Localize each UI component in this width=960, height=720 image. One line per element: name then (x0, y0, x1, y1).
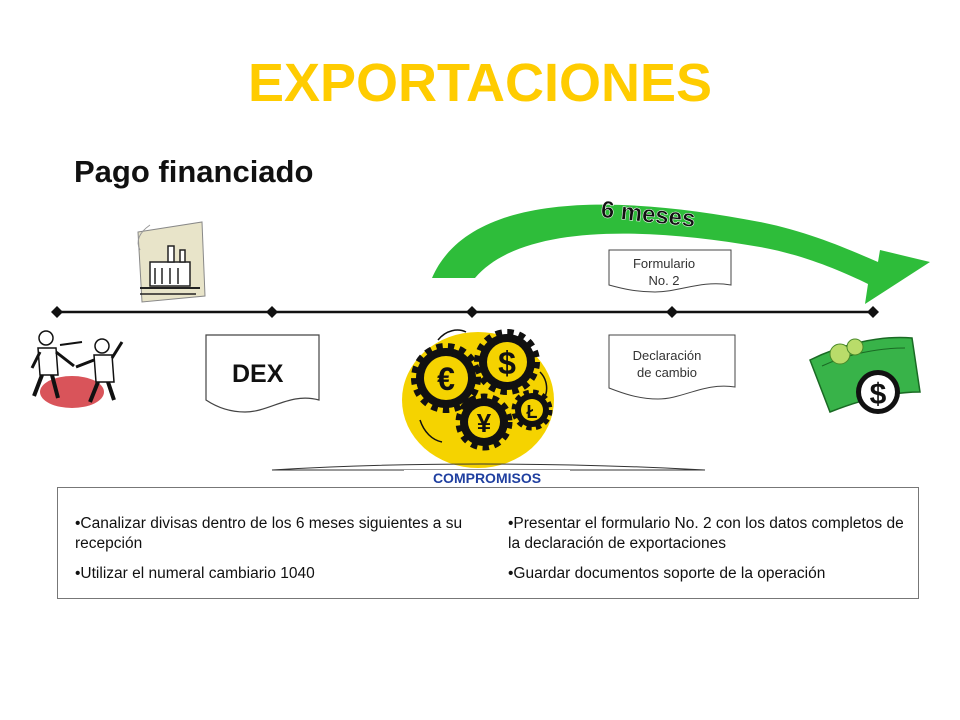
yen-symbol: ¥ (477, 408, 492, 438)
pound-symbol: Ł (527, 402, 538, 422)
compromiso-item: •Canalizar divisas dentro de los 6 meses… (75, 515, 463, 552)
compromisos-right-column: •Presentar el formulario No. 2 con los d… (508, 514, 908, 594)
dollar-symbol: $ (498, 345, 516, 381)
formulario-label: Formulario No. 2 (609, 255, 719, 289)
declaracion-label: Declaración de cambio (609, 347, 725, 381)
dex-document (205, 334, 320, 413)
money-bill-icon: $ (809, 336, 921, 414)
euro-symbol: € (437, 361, 455, 397)
timeline-line (51, 306, 879, 318)
compromiso-item: •Presentar el formulario No. 2 con los d… (508, 515, 904, 552)
compromiso-item: •Guardar documentos soporte de la operac… (508, 565, 826, 582)
formulario-label-line1: Formulario (632, 256, 696, 271)
compromiso-item: •Utilizar el numeral cambiario 1040 (75, 565, 315, 582)
slide-title: EXPORTACIONES (247, 53, 713, 113)
formulario-document (608, 249, 732, 293)
declaracion-label-line1: Declaración (632, 348, 702, 363)
factory-icon (137, 221, 206, 303)
six-months-arrow (432, 204, 930, 304)
svg-text:$: $ (870, 378, 887, 411)
declaracion-label-line2: de cambio (637, 365, 697, 380)
compromisos-box: •Canalizar divisas dentro de los 6 meses… (57, 487, 919, 599)
currency-gears-icon: € $ ¥ Ł (402, 329, 554, 468)
declaracion-document (608, 334, 736, 400)
compromisos-left-column: •Canalizar divisas dentro de los 6 meses… (75, 514, 475, 594)
formulario-label-line2: No. 2 (648, 273, 680, 288)
dex-label: DEX (232, 360, 284, 388)
handshake-icon (30, 330, 124, 408)
slide-subtitle: Pago financiado (74, 154, 314, 189)
compromisos-header: COMPROMISOS (404, 470, 570, 486)
